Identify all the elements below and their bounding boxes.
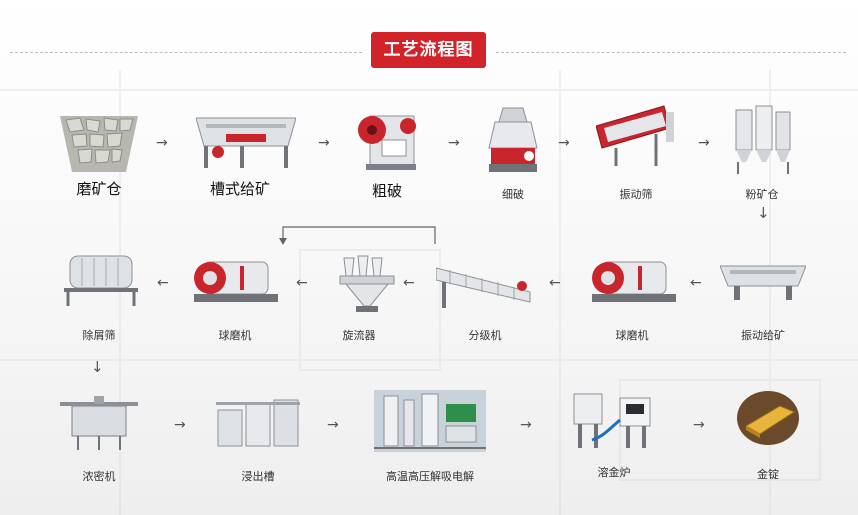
arrow-left-icon: ← [157, 275, 169, 291]
label-leach-tank: 浸出槽 [241, 470, 275, 483]
arrow-right-icon: → [156, 135, 168, 151]
label-gold-ingot: 金锭 [757, 468, 779, 481]
vibrating-feeder-image [720, 265, 806, 300]
label-thickener: 浓密机 [82, 470, 116, 483]
label-ball-mill-2: 球磨机 [218, 329, 252, 342]
label-vibrating-feeder: 振动给矿 [741, 329, 785, 342]
label-trough-feeder: 槽式给矿 [209, 180, 270, 198]
smelting-furnace-image [573, 393, 651, 448]
ball-mill-image [592, 261, 676, 302]
cone-crusher-image [488, 107, 538, 172]
arrow-right-icon: → [174, 417, 186, 433]
arrow-left-icon: ← [549, 275, 561, 291]
powder-silo-image [735, 105, 791, 174]
leach-tank-image [216, 399, 300, 447]
arrow-down-icon: ↓ [91, 358, 104, 376]
recycle-line [279, 226, 436, 245]
jaw-crusher-image [358, 115, 416, 170]
page-title: 工艺流程图 [371, 32, 486, 68]
trough-feeder-image [196, 117, 296, 168]
header-rule-left [10, 52, 362, 53]
hydrocyclone-image [339, 255, 395, 312]
label-ball-mill-1: 球磨机 [615, 329, 649, 342]
arrow-left-icon: ← [690, 275, 702, 291]
desorption-plant-image [374, 390, 486, 452]
arrow-right-icon: → [520, 417, 532, 433]
arrow-down-icon: ↓ [757, 204, 770, 222]
label-classifier: 分级机 [468, 329, 502, 342]
arrow-right-icon: → [318, 135, 330, 151]
label-coarse-crush: 粗破 [371, 182, 402, 200]
label-trash-screen: 除屑筛 [82, 329, 116, 342]
arrow-right-icon: → [327, 417, 339, 433]
arrow-right-icon: → [448, 135, 460, 151]
ball-mill-image [194, 261, 278, 302]
header-rule-right [496, 52, 846, 53]
vibrating-screen-image [596, 105, 674, 166]
arrow-left-icon: ← [296, 275, 308, 291]
thickener-image [60, 396, 138, 450]
label-smelting-furnace: 溶金炉 [597, 466, 631, 479]
trash-screen-image [64, 255, 138, 306]
label-hydrocyclone: 旋流器 [342, 329, 376, 342]
label-ore-bin: 磨矿仓 [76, 180, 122, 198]
label-desorption: 高温高压解吸电解 [386, 470, 474, 483]
label-powder-bin: 粉矿仓 [745, 188, 779, 201]
arrow-left-icon: ← [403, 275, 415, 291]
label-fine-crush: 细破 [502, 188, 524, 201]
ore-pile-image [60, 116, 138, 172]
gold-ingot-image [737, 391, 799, 445]
label-vibrating-screen: 振动筛 [619, 188, 653, 201]
arrow-right-icon: → [693, 417, 705, 433]
arrow-right-icon: → [558, 135, 570, 151]
spiral-classifier-image [436, 267, 531, 308]
arrow-right-icon: → [698, 135, 710, 151]
